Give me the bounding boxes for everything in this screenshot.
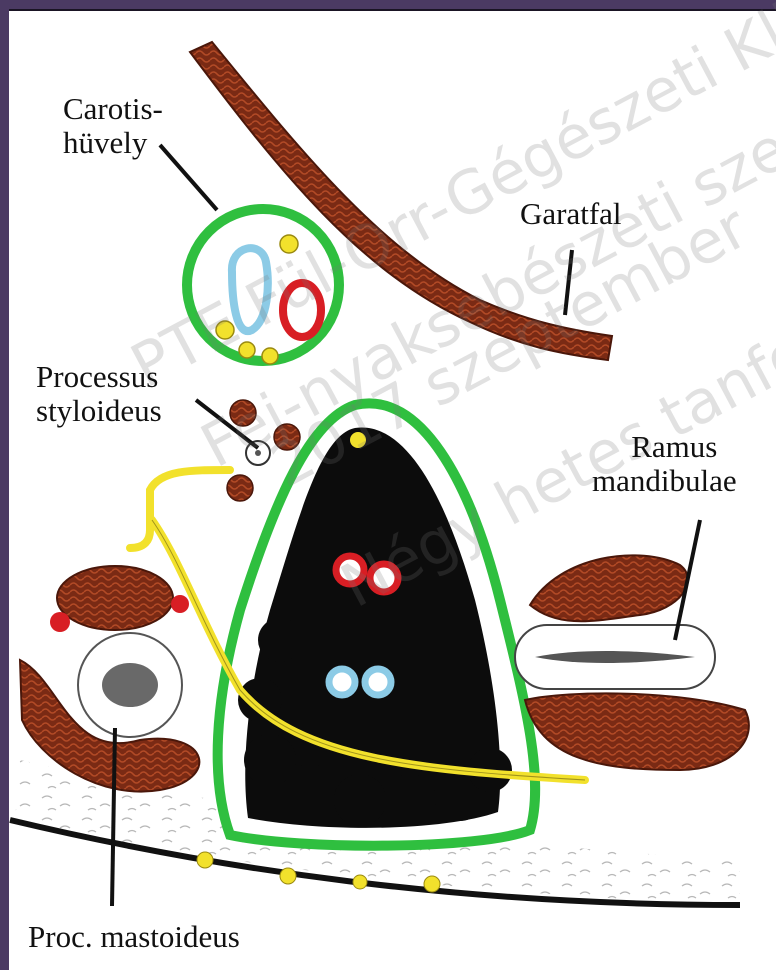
mastoid-marrow [102, 663, 158, 707]
label-processus: Processus styloideus [36, 360, 162, 428]
label-mastoid: Proc. mastoideus [28, 920, 240, 954]
label-ramus: Ramus mandibulae [612, 430, 737, 498]
label-processus-line2: styloideus [36, 394, 162, 428]
sternocleidomastoid-upper [57, 566, 173, 630]
label-garatfal: Garatfal [520, 197, 622, 231]
carotid-artery [283, 283, 321, 337]
label-processus-line1: Processus [36, 360, 162, 394]
label-carotis: Carotis- hüvely [63, 92, 163, 160]
medial-pterygoid [530, 555, 688, 621]
label-carotis-line2: hüvely [63, 126, 163, 160]
gland-top-nerve [350, 432, 366, 448]
label-carotis-line1: Carotis- [63, 92, 163, 126]
label-ramus-line1: Ramus [612, 430, 737, 464]
masseter [525, 693, 749, 770]
internal-jugular-vein [232, 248, 268, 331]
label-ramus-line2: mandibulae [592, 464, 737, 498]
